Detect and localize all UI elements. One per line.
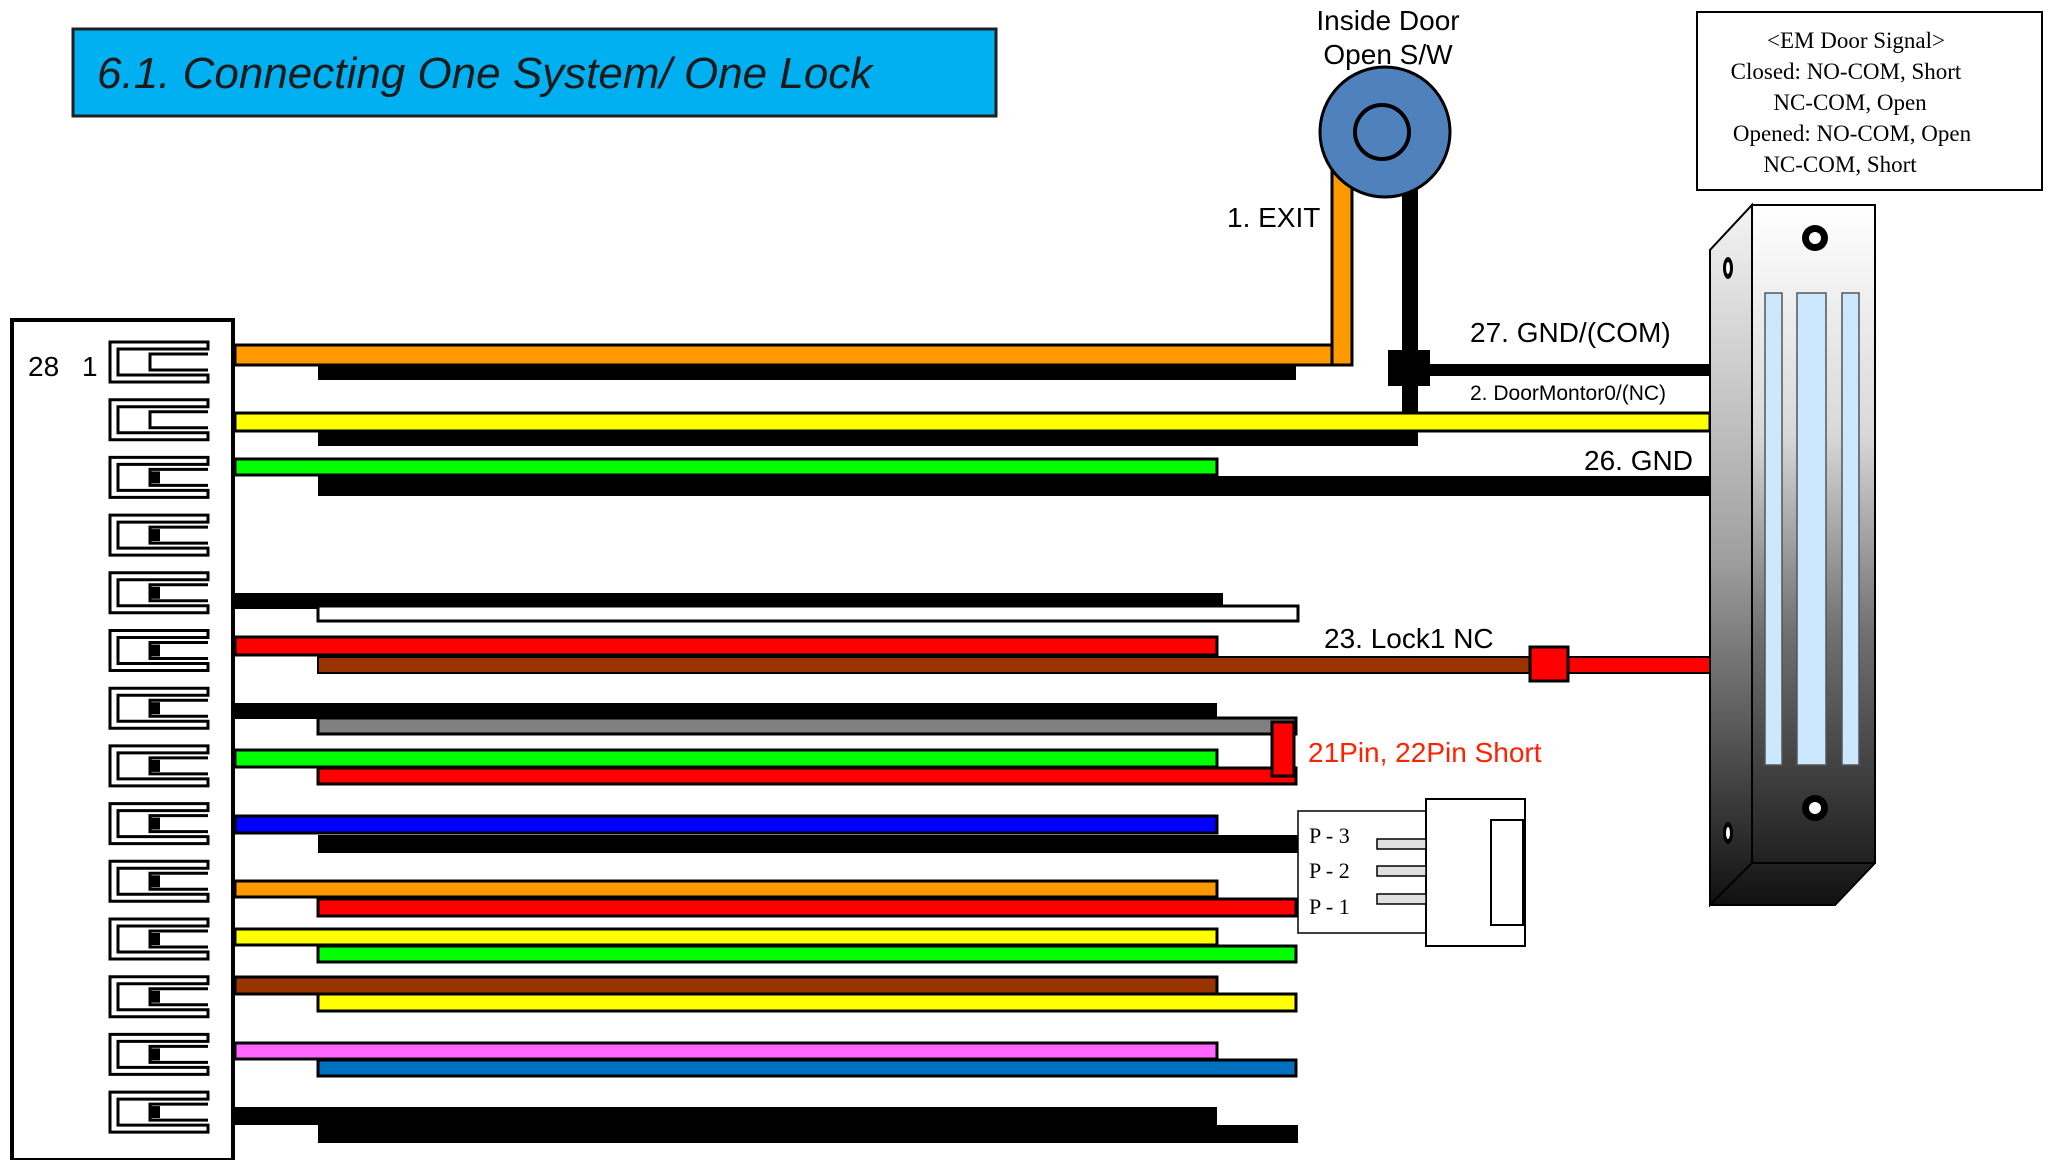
wire-black-2 [318, 432, 1418, 446]
wire-labels: 1. EXIT 27. GND/(COM) 2. DoorMontor0/(NC… [1227, 202, 1693, 768]
signal-line-4: NC-COM, Short [1763, 152, 1917, 177]
wire-black-gnd [318, 476, 1710, 496]
terminal-slot [108, 571, 210, 615]
label-exit: 1. EXIT [1227, 202, 1320, 233]
terminal-slot [108, 975, 210, 1019]
short-jumper [1270, 720, 1296, 778]
lock-slot-1 [1764, 292, 1783, 766]
wire-steel-blue [316, 1058, 1298, 1078]
switch-button-center [1353, 103, 1411, 161]
label-gnd-com: 27. GND/(COM) [1470, 317, 1671, 348]
terminal-slot [108, 513, 210, 557]
wire-blue [233, 814, 1219, 835]
terminal-slots [108, 340, 210, 1134]
wire-black-5 [318, 835, 1298, 853]
pin-3-icon [1376, 838, 1427, 850]
wire-yellow-door-monitor [233, 411, 1712, 433]
terminal-slot [108, 1090, 210, 1134]
label-lock-nc: 23. Lock1 NC [1324, 623, 1494, 654]
pin-label-2: P - 2 [1309, 858, 1350, 883]
em-lock [1709, 202, 1876, 908]
title-banner: 6.1. Connecting One System/ One Lock [71, 27, 998, 118]
terminal-slot [108, 629, 210, 672]
wire-black-switch-vertical [1402, 188, 1418, 446]
wires [233, 158, 1712, 1143]
wire-orange-2 [233, 879, 1219, 899]
switch-label-line1: Inside Door [1316, 5, 1459, 36]
signal-line-2: NC-COM, Open [1773, 90, 1927, 115]
lock-connector [1528, 645, 1570, 683]
wire-pink [233, 1041, 1219, 1061]
terminal-slot [108, 802, 210, 846]
pin-2-icon [1376, 865, 1427, 877]
terminal-slot [108, 686, 210, 730]
terminal-slot [108, 1032, 210, 1076]
signal-box: <EM Door Signal> Closed: NO-COM, Short N… [1696, 11, 2043, 191]
signal-line-1: Closed: NO-COM, Short [1731, 59, 1962, 84]
wire-gray [316, 716, 1298, 736]
wire-green-3 [316, 944, 1298, 964]
pin-label-1: P - 1 [1309, 894, 1350, 919]
terminal-slot [108, 744, 210, 788]
door-switch: Inside Door Open S/W [1316, 5, 1460, 199]
label-door-monitor: 2. DoorMontor0/(NC) [1470, 382, 1666, 405]
terminal-block: 28 1 [10, 318, 235, 1160]
wire-yellow-2 [233, 927, 1219, 947]
wire-brown-2 [233, 975, 1219, 996]
terminal-slot [108, 917, 210, 961]
terminal-slot [108, 859, 210, 903]
wire-green-2 [233, 748, 1219, 769]
label-gnd: 26. GND [1584, 445, 1693, 476]
signal-line-3: Opened: NO-COM, Open [1733, 121, 1972, 146]
switch-label-line2: Open S/W [1323, 39, 1453, 70]
wire-orange-exit-vertical [1330, 158, 1354, 367]
label-short-note: 21Pin, 22Pin Short [1308, 737, 1542, 768]
wire-brown-lock [317, 656, 1711, 674]
terminal-slot [108, 340, 210, 384]
pin-label-3: P - 3 [1309, 823, 1350, 848]
wire-red-3 [316, 897, 1298, 918]
signal-line-0: <EM Door Signal> [1767, 28, 1945, 53]
page-title: 6.1. Connecting One System/ One Lock [97, 49, 874, 98]
wire-gnd-com [1420, 364, 1710, 376]
wire-orange-exit [233, 343, 1342, 367]
lock-slot-3 [1841, 292, 1860, 766]
wire-yellow-3 [316, 992, 1298, 1013]
lock-slot-2 [1796, 292, 1827, 766]
wire-black-1 [318, 366, 1296, 380]
pin-1-label: 1 [82, 351, 98, 382]
wire-red-lock [1561, 656, 1711, 674]
terminal-slot [108, 398, 210, 442]
wire-black-6 [235, 1107, 1217, 1125]
wire-black-4 [235, 703, 1217, 719]
wire-black-7 [318, 1125, 1298, 1143]
pin-1-icon [1376, 893, 1427, 905]
wire-red-2 [316, 766, 1298, 786]
wire-white [316, 604, 1300, 623]
wire-red-1 [233, 635, 1219, 657]
wire-green-1 [233, 457, 1219, 477]
terminal-slot [108, 455, 210, 499]
pin-28-label: 28 [28, 351, 59, 382]
power-connector: P - 3 P - 2 P - 1 [1297, 798, 1526, 947]
